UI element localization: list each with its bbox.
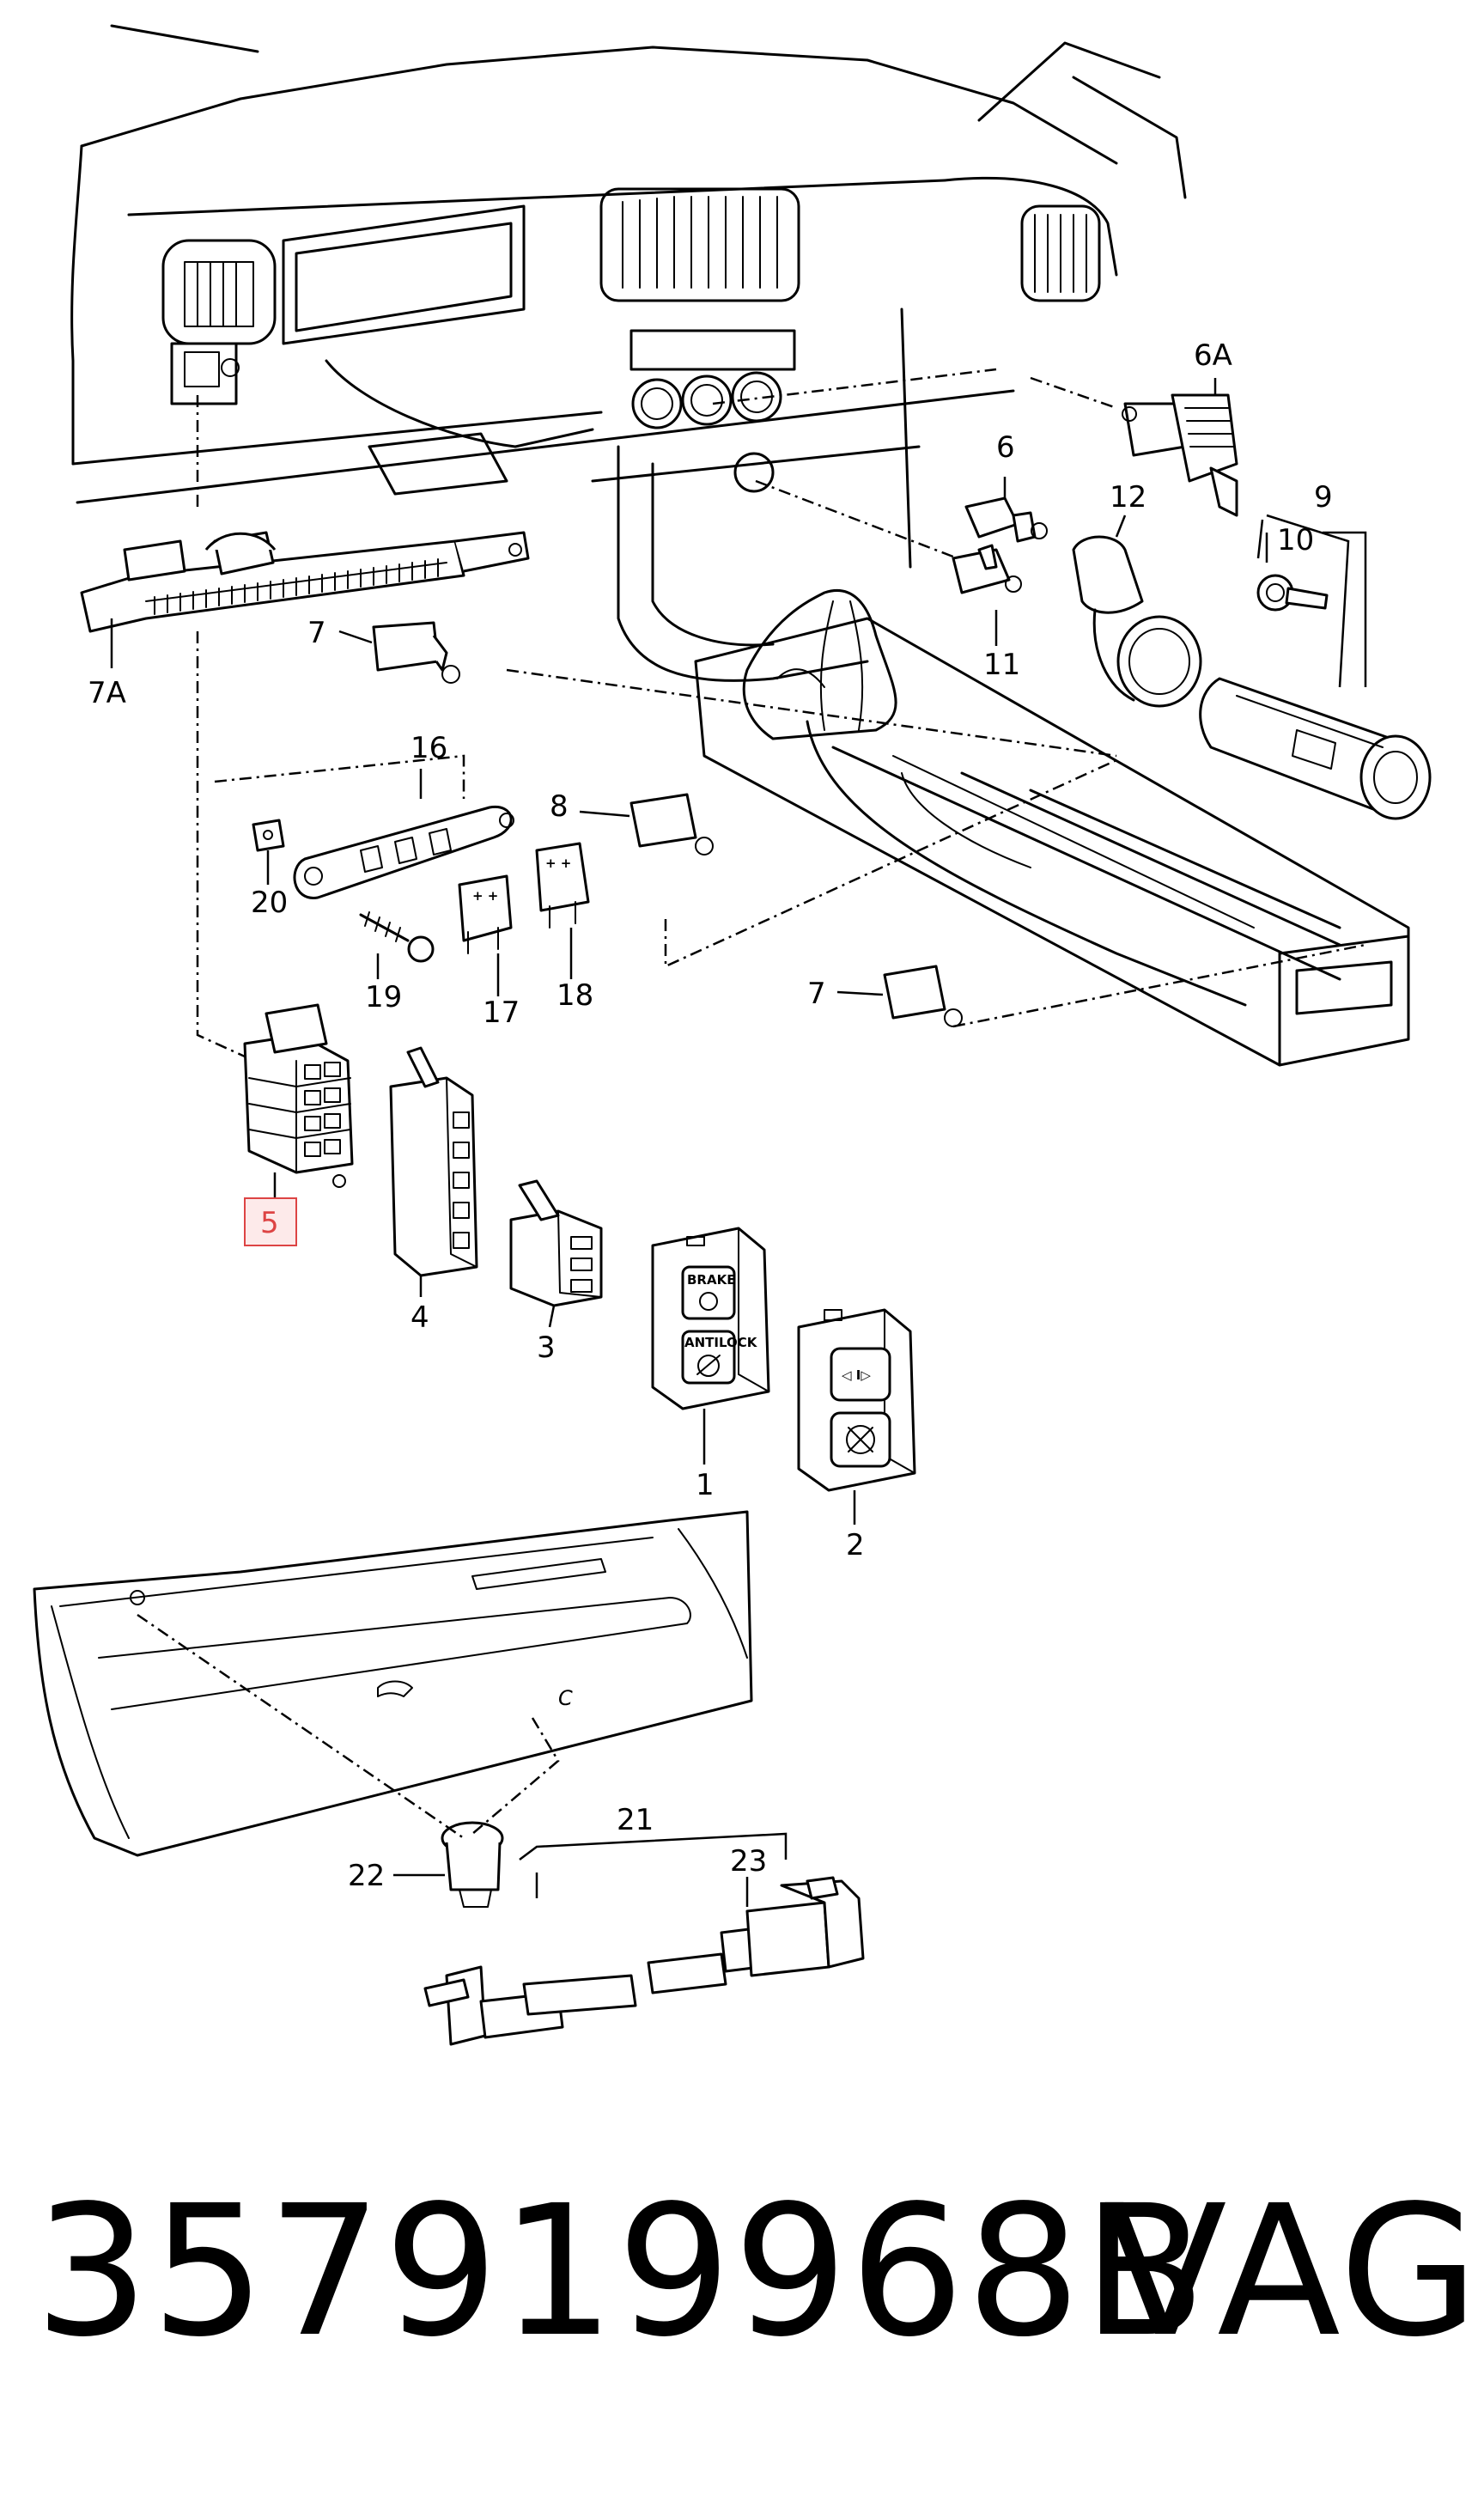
part-9-cigarette-lighter [1199, 677, 1432, 820]
callout-23: 23 [730, 1844, 767, 1879]
part-17-relay-socket: + + [458, 874, 513, 954]
callout-8: 8 [550, 789, 569, 824]
panel-mark: C [558, 1686, 573, 1710]
callout-21: 21 [617, 1803, 654, 1837]
part-1-warning-light-switch [651, 1227, 770, 1410]
callout-12: 12 [1110, 480, 1146, 515]
part-5-connector-housing [243, 1003, 354, 1188]
lower-trim-panel [33, 1510, 753, 1857]
part-7-relay-upper [372, 621, 460, 684]
callout-16: 16 [411, 731, 447, 765]
callout-3: 3 [537, 1331, 556, 1365]
part-18-relay-socket: + + [535, 842, 590, 929]
part-12-lighter-housing [1072, 535, 1202, 708]
part-7-relay-lower [883, 965, 963, 1027]
part-11-bulb-holder [952, 544, 1022, 594]
part-3-connector [509, 1179, 603, 1307]
part-number: 357919968B [34, 2166, 1208, 2377]
leader-lines [110, 368, 1367, 1907]
part-19-screw [359, 911, 435, 963]
part-2-rocker-switch: ◁ I▷ [797, 1308, 916, 1492]
callout-labels: 6A 6 12 9 10 11 7 7A 16 8 20 19 17 18 7 … [88, 338, 1333, 1893]
brand-name: VAG [1104, 2166, 1481, 2377]
callout-6: 6 [996, 430, 1015, 465]
callout-7-lower: 7 [807, 977, 826, 1011]
callout-11: 11 [983, 648, 1020, 682]
label-antilock: ANTILOCK [684, 1335, 758, 1350]
callout-17: 17 [483, 996, 520, 1030]
part-6-switch [964, 496, 1048, 543]
part-16-relay-plate [293, 805, 514, 899]
callout-4: 4 [411, 1300, 429, 1335]
callout-7A: 7A [88, 676, 126, 710]
part-4-connector [389, 1046, 478, 1277]
callout-18: 18 [556, 978, 593, 1013]
callout-22: 22 [348, 1859, 385, 1893]
callout-19: 19 [365, 980, 402, 1014]
center-console-illustration [694, 588, 1410, 1067]
callout-2: 2 [846, 1528, 865, 1562]
mounting-bracket-7A [80, 531, 530, 633]
highlight-box-5 [244, 1197, 297, 1246]
label-brake: BRAKE [687, 1272, 735, 1288]
part-10-lighter-bulb [1256, 574, 1329, 612]
part-22-grommet [441, 1821, 504, 1908]
callout-5: 5 [260, 1206, 279, 1240]
callout-20: 20 [251, 886, 288, 920]
part-8-relay [629, 793, 714, 856]
svg-text:◁ I▷: ◁ I▷ [842, 1367, 871, 1383]
part-21-lamp-and-cable [423, 1876, 865, 2046]
callout-7-upper: 7 [307, 616, 326, 650]
part-6A-switch-connector [1122, 393, 1238, 517]
callout-10: 10 [1277, 523, 1314, 557]
callout-1: 1 [696, 1468, 715, 1502]
dashboard-illustration [70, 24, 1187, 682]
part-20-clip [252, 819, 285, 852]
svg-text:+ +: + + [545, 856, 571, 871]
svg-text:+ +: + + [472, 888, 498, 904]
callout-6A: 6A [1194, 338, 1232, 373]
callout-9: 9 [1314, 480, 1333, 515]
